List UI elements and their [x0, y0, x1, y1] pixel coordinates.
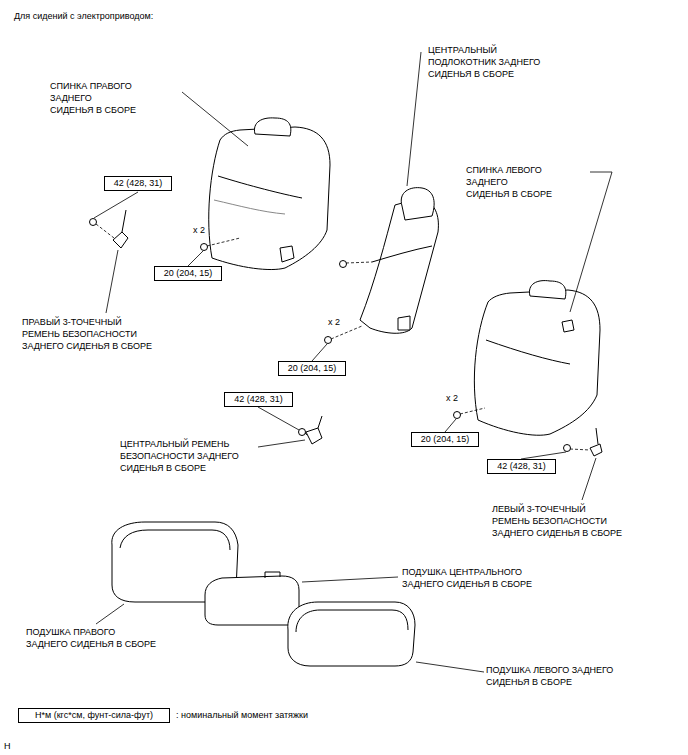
- part-name: ПОДУШКА ЛЕВОГО ЗАДНЕГО СИДЕНЬЯ В СБОРЕ: [486, 664, 615, 688]
- quantity-note: x 2: [446, 392, 460, 404]
- part-name: ЛЕВЫЙ 3-ТОЧЕЧНЫЙ РЕМЕНЬ БЕЗОПАСНОСТИ ЗАД…: [492, 503, 624, 539]
- part-name: СПИНКА ПРАВОГО ЗАДНЕГО СИДЕНЬЯ В СБОРЕ: [50, 80, 137, 116]
- torque-value: 42 (428, 31): [497, 461, 546, 472]
- part-name: ЦЕНТРАЛЬНЫЙ ПОДЛОКОТНИК ЗАДНЕГО СИДЕНЬЯ …: [428, 44, 542, 80]
- torque-value: Н*м (кгс*см, фунт-сила-фут): [35, 710, 153, 721]
- legend-box: Н*м (кгс*см, фунт-сила-фут): [18, 708, 170, 723]
- part-name: ПОДУШКА ЦЕНТРАЛЬНОГО ЗАДНЕГО СИДЕНЬЯ В С…: [402, 566, 534, 590]
- torque-box: 42 (428, 31): [224, 392, 293, 407]
- torque-box: 20 (204, 15): [154, 266, 222, 281]
- part-name: ПРАВЫЙ 3-ТОЧЕЧНЫЙ РЕМЕНЬ БЕЗОПАСНОСТИ ЗА…: [22, 316, 154, 352]
- quantity-note: x 2: [193, 224, 207, 236]
- torque-box: 20 (204, 15): [278, 361, 346, 376]
- page-note: Для сидений с электроприводом:: [14, 10, 155, 22]
- quantity-note: x 2: [328, 316, 342, 328]
- part-name: ЦЕНТРАЛЬНЫЙ РЕМЕНЬ БЕЗОПАСНОСТИ ЗАДНЕГО …: [120, 438, 240, 474]
- figure-letter: H: [4, 740, 12, 752]
- torque-box: 42 (428, 31): [487, 459, 556, 474]
- torque-value: 42 (428, 31): [234, 394, 283, 405]
- torque-value: 42 (428, 31): [114, 178, 163, 189]
- part-name: ПОДУШКА ПРАВОГО ЗАДНЕГО СИДЕНЬЯ В СБОРЕ: [26, 626, 158, 650]
- torque-value: 20 (204, 15): [164, 268, 213, 279]
- torque-box: 20 (204, 15): [411, 432, 479, 447]
- torque-value: 20 (204, 15): [288, 363, 337, 374]
- torque-value: 20 (204, 15): [421, 434, 470, 445]
- torque-box: 42 (428, 31): [104, 176, 172, 191]
- part-name: СПИНКА ЛЕВОГО ЗАДНЕГО СИДЕНЬЯ В СБОРЕ: [466, 164, 553, 200]
- legend-note: : номинальный момент затяжки: [176, 709, 309, 721]
